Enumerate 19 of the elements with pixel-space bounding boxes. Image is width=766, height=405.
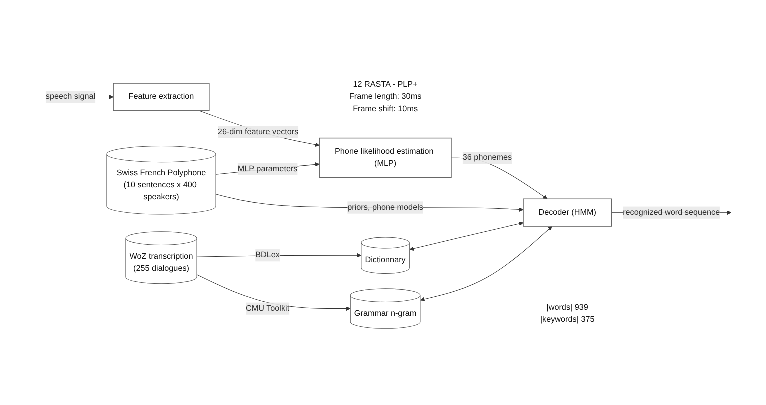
node-box: Decoder (HMM): [523, 198, 612, 227]
edge-label: CMU Toolkit: [246, 304, 290, 313]
node-label: Frame length: 30ms: [349, 92, 422, 102]
node-label: |words| 939: [546, 303, 588, 312]
node-box: Phone likelihood estimation (MLP): [319, 138, 452, 178]
edge-label: recognized word sequence: [623, 208, 720, 217]
edge-label: speech signal: [46, 92, 96, 102]
edge-label: MLP parameters: [238, 164, 298, 174]
node-label: 12 RASTA - PLP+: [353, 80, 418, 90]
node-label: |keywords| 375: [540, 315, 595, 324]
node-label: Frame shift: 10ms: [353, 104, 418, 114]
edge-label: BDLex: [256, 251, 280, 260]
arrow: [420, 226, 552, 302]
edge-label: 26-dim feature vectors: [218, 128, 299, 136]
node-box: Feature extraction: [113, 83, 210, 112]
arrow: [199, 110, 320, 148]
arrow: [410, 222, 524, 252]
edge-label: 36 phonemes: [462, 154, 512, 162]
edge-label: priors, phone models: [348, 203, 424, 212]
